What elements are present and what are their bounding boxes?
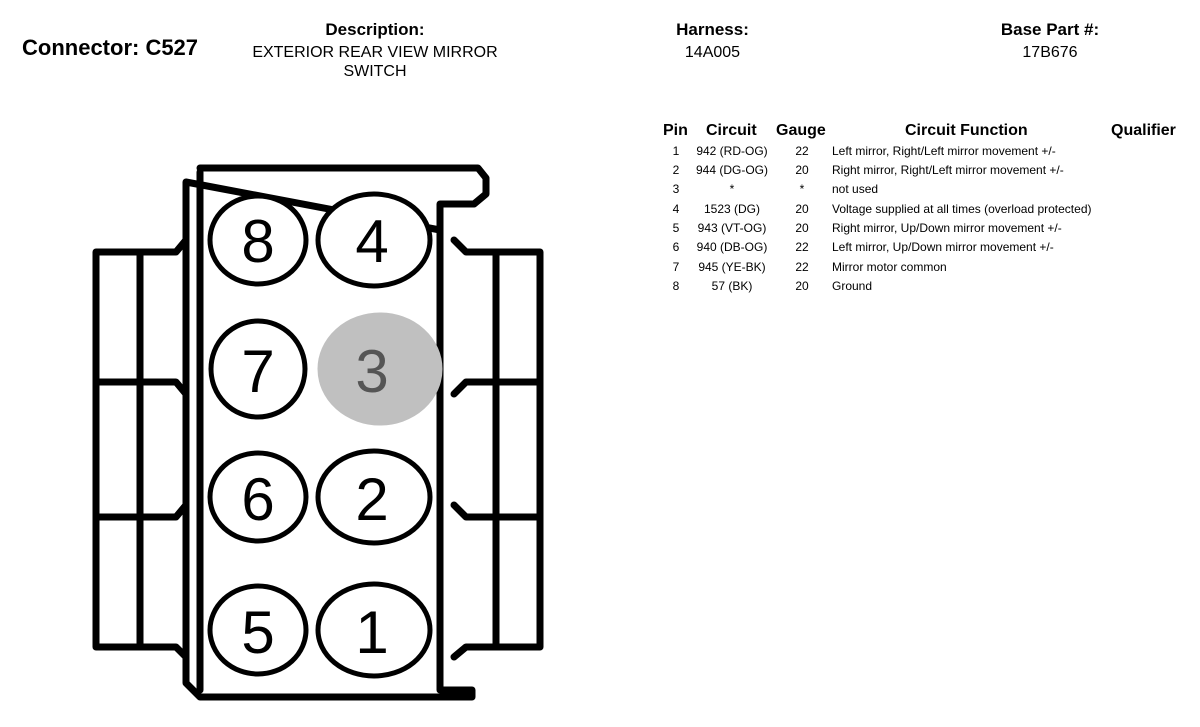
- cell-pin: 4: [672, 202, 680, 216]
- pin-3-cavity: [317, 312, 443, 426]
- cell-function: Mirror motor common: [832, 260, 947, 274]
- cell-circuit: 944 (DG-OG): [695, 163, 768, 177]
- cell-circuit: 57 (BK): [711, 279, 753, 293]
- col-header-gauge: Gauge: [776, 122, 826, 139]
- description-line-2: SWITCH: [343, 63, 407, 80]
- description-label: Description:: [325, 20, 425, 39]
- connector-body-outline: [182, 164, 490, 701]
- cell-circuit: *: [729, 182, 735, 196]
- col-header-circuit: Circuit: [706, 122, 757, 139]
- pin-7-number: 7: [241, 338, 274, 405]
- cell-gauge: 22: [795, 240, 809, 254]
- cell-function: Right mirror, Up/Down mirror movement +/…: [832, 221, 1062, 235]
- harness-label: Harness:: [676, 20, 749, 39]
- cell-circuit: 945 (YE-BK): [698, 260, 766, 274]
- connector-title: Connector: C527: [22, 35, 199, 60]
- cell-gauge: *: [799, 182, 805, 196]
- pin-7-cavity: [208, 318, 308, 420]
- cell-pin: 8: [672, 279, 680, 293]
- cell-gauge: 22: [795, 260, 809, 274]
- pin-4-cavity: [315, 191, 433, 289]
- cell-circuit: 942 (RD-OG): [696, 144, 768, 158]
- pin-1-number: 1: [355, 599, 388, 666]
- cell-gauge: 22: [795, 144, 809, 158]
- cell-pin: 2: [672, 163, 680, 177]
- cell-pin: 6: [672, 240, 680, 254]
- pin-5-cavity: [207, 583, 309, 677]
- cell-function: Ground: [832, 279, 873, 293]
- cell-gauge: 20: [795, 279, 809, 293]
- cell-function: Right mirror, Right/Left mirror movement…: [832, 163, 1064, 177]
- pin-5-number: 5: [241, 599, 274, 666]
- cell-circuit: 943 (VT-OG): [697, 221, 767, 235]
- harness-value: 14A005: [684, 44, 741, 61]
- cell-function: Left mirror, Up/Down mirror movement +/-: [832, 240, 1054, 254]
- cell-pin: 7: [672, 260, 680, 274]
- cell-function: not used: [832, 182, 879, 196]
- cell-function: Voltage supplied at all times (overload …: [832, 202, 1092, 216]
- cell-circuit: 1523 (DG): [703, 202, 761, 216]
- base-part-value: 17B676: [1022, 44, 1078, 61]
- cell-gauge: 20: [795, 163, 809, 177]
- cell-gauge: 20: [795, 202, 809, 216]
- base-part-label: Base Part #:: [1000, 20, 1100, 39]
- pin-8-cavity: [207, 193, 309, 287]
- pin-3-number: 3: [355, 338, 388, 405]
- cell-function: Left mirror, Right/Left mirror movement …: [832, 144, 1056, 158]
- right-latch: [450, 236, 544, 661]
- pin-6-cavity: [207, 450, 309, 544]
- pin-8-number: 8: [241, 208, 274, 275]
- pin-2-cavity: [315, 448, 433, 546]
- pin-4-number: 4: [355, 208, 388, 275]
- cell-gauge: 20: [795, 221, 809, 235]
- left-latch: [92, 236, 190, 661]
- pin-1-cavity: [315, 581, 433, 679]
- cell-pin: 5: [672, 221, 680, 235]
- pin-2-number: 2: [355, 466, 388, 533]
- cell-pin: 1: [672, 144, 680, 158]
- cell-circuit: 940 (DB-OG): [696, 240, 768, 254]
- col-header-pin: Pin: [663, 122, 688, 139]
- description-value: EXTERIOR REAR VIEW MIRROR SWITCH: [230, 43, 520, 81]
- pin-6-number: 6: [241, 466, 274, 533]
- cell-pin: 3: [672, 182, 680, 196]
- col-header-qualifier: Qualifier: [1111, 122, 1176, 139]
- description-line-1: EXTERIOR REAR VIEW MIRROR: [252, 44, 498, 61]
- col-header-function: Circuit Function: [905, 122, 1028, 139]
